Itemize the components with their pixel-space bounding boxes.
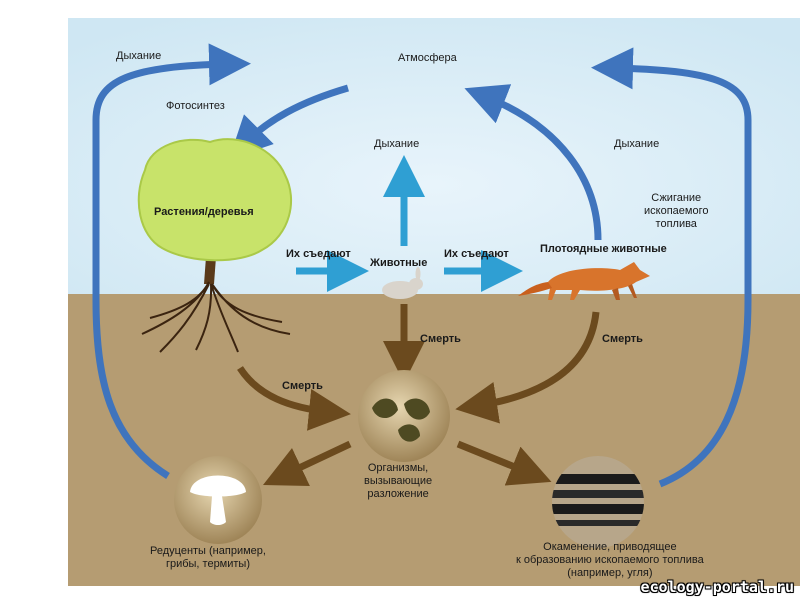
death-center-label: Смерть bbox=[420, 333, 461, 345]
plant-death-arrow bbox=[237, 366, 351, 431]
watermark: ecology-portal.ru bbox=[640, 578, 794, 596]
fuel-burning-loop-arrow bbox=[591, 47, 752, 488]
reducers-label: Редуценты (например, грибы, термиты) bbox=[150, 545, 266, 570]
carnivore-death-arrow bbox=[455, 311, 600, 424]
fuel-burning-label: Сжигание ископаемого топлива bbox=[644, 192, 709, 230]
decomposer-to-reducer-arrow bbox=[262, 440, 352, 487]
animals-label: Животные bbox=[370, 257, 428, 269]
decomposers-disc bbox=[358, 370, 450, 462]
respiration-loop-arrow bbox=[92, 43, 251, 479]
mushroom-disc bbox=[174, 456, 262, 544]
fossilization-label: Окаменение, приводящее к образованию иск… bbox=[516, 541, 704, 579]
death-right-label: Смерть bbox=[602, 333, 643, 345]
death-left-label: Смерть bbox=[282, 380, 323, 392]
carnivore-respiration-arrow bbox=[464, 84, 602, 241]
decomposer-organisms-label: Организмы, вызывающие разложение bbox=[364, 462, 433, 500]
respiration-right-label: Дыхание bbox=[614, 138, 660, 150]
eaten-1-label: Их съедают bbox=[286, 248, 351, 260]
photosynthesis-label: Фотосинтез bbox=[166, 100, 225, 112]
plants-label: Растения/деревья bbox=[154, 206, 254, 218]
carnivores-label: Плотоядные животные bbox=[540, 243, 667, 255]
atmosphere-label: Атмосфера bbox=[398, 52, 457, 64]
rabbit bbox=[382, 267, 423, 299]
photosynthesis-arrow bbox=[229, 84, 349, 159]
decomposer-to-fossil-arrow bbox=[456, 440, 552, 486]
tree bbox=[137, 138, 293, 353]
eaten-2-label: Их съедают bbox=[444, 248, 509, 260]
coal-layers-disc bbox=[552, 456, 644, 548]
respiration-center-label: Дыхание bbox=[374, 138, 420, 150]
respiration-left-label: Дыхание bbox=[116, 50, 162, 62]
fox bbox=[518, 262, 650, 300]
